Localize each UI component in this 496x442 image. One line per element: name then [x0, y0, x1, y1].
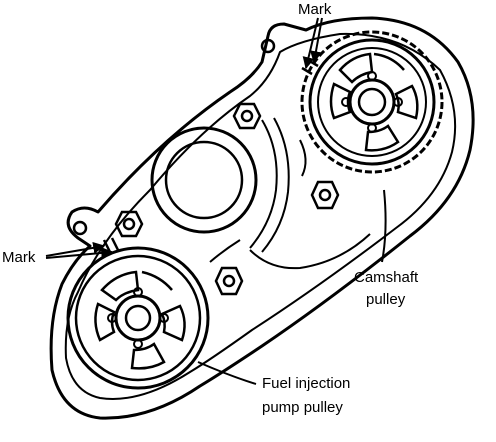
leader-camshaft	[381, 189, 387, 263]
camshaft-pulley	[300, 30, 444, 174]
hex-bolts	[114, 102, 340, 296]
label-mark-top: Mark	[298, 1, 332, 18]
hex-bolt-2-center	[318, 188, 332, 202]
label-fuel-line1: Fuel injection	[262, 375, 350, 392]
hex-bolt-4-center	[122, 217, 136, 231]
label-camshaft-line2: pulley	[366, 291, 406, 308]
label-camshaft-line1: Camshaft	[354, 269, 419, 286]
hex-bolt-1	[232, 102, 262, 130]
housing-ribs	[209, 117, 371, 270]
label-mark-left: Mark	[2, 249, 36, 266]
leader-mark-left-2	[45, 247, 114, 259]
hex-bolt-3-center	[222, 274, 236, 288]
pump-pulley-outer-rim	[66, 246, 210, 390]
housing-outer-outline	[49, 16, 475, 420]
hex-bolt-3	[214, 266, 244, 296]
pump-pulley-rim	[74, 254, 202, 382]
hex-bolt-1-center	[240, 109, 254, 123]
leader-mark-left-1	[45, 241, 106, 257]
hex-bolt-2	[310, 180, 340, 210]
fuel-injection-pump-pulley	[66, 246, 210, 390]
camshaft-pulley-rim	[308, 38, 436, 166]
leader-mark-top-2	[310, 17, 323, 64]
leader-lines	[45, 17, 387, 385]
hex-bolt-4	[114, 210, 144, 238]
top-ear-bolt-hole	[260, 38, 276, 54]
leader-mark-top-1	[302, 17, 319, 70]
camshaft-pulley-outer-rim	[300, 30, 444, 174]
timing-cover-housing	[49, 16, 475, 420]
camshaft-pulley-web	[317, 47, 427, 157]
housing-inner-outline	[64, 32, 457, 400]
leader-fuel-pump	[197, 361, 257, 385]
center-boss	[150, 126, 258, 234]
label-fuel-line2: pump pulley	[262, 399, 343, 416]
left-ear-bolt-hole	[72, 220, 88, 236]
